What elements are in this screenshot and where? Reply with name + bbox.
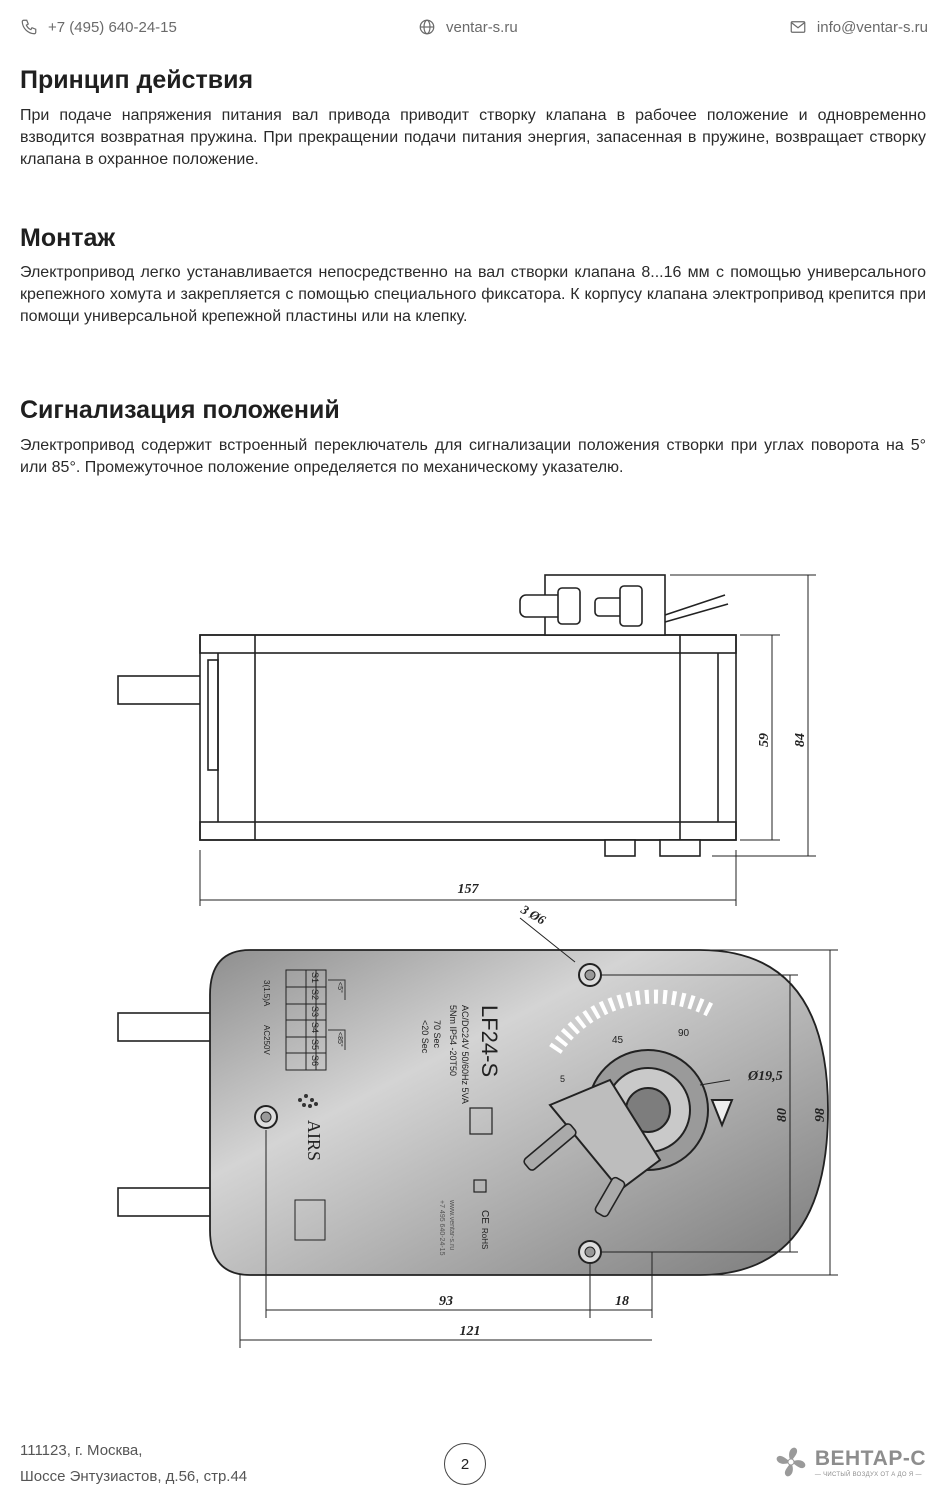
dim-59: 59 — [757, 733, 772, 747]
section-text-mounting: Электропривод легко устанавливается непо… — [20, 264, 926, 325]
header-phone-text: +7 (495) 640-24-15 — [48, 18, 177, 36]
section-title-signalling: Сигнализация положений — [20, 396, 340, 424]
footer-address-line2: Шоссе Энтузиастов, д.56, стр.44 — [20, 1468, 248, 1485]
label-phone: +7 495 640-24-15 — [438, 1200, 445, 1256]
section-text-signalling: Электропривод содержит встроенный перекл… — [20, 437, 926, 476]
label-ce: CE — [479, 1210, 490, 1224]
label-time2: <20 Sec — [420, 1020, 430, 1054]
label-switch-s1: S1 — [310, 972, 320, 983]
label-switch-s5: S5 — [310, 1039, 320, 1050]
dim-18: 18 — [615, 1294, 629, 1309]
label-angle-high: <85° — [336, 1032, 344, 1047]
label-angle-low: <5° — [336, 982, 344, 993]
dim-19-5: Ø19,5 — [747, 1069, 783, 1084]
phone-icon — [21, 19, 37, 35]
logo-slogan: — ЧИСТЫЙ ВОЗДУХ ОТ А ДО Я — — [814, 1471, 922, 1478]
section-title-mounting: Монтаж — [20, 224, 116, 252]
fan-icon — [776, 1447, 806, 1477]
header-email-text: info@ventar-s.ru — [816, 18, 928, 36]
footer-address-line1: 111123, г. Москва, — [20, 1442, 143, 1459]
label-scale-90: 90 — [678, 1028, 690, 1039]
actuator-drawing: 157 59 84 — [117, 574, 838, 1348]
dim-93: 93 — [439, 1294, 453, 1309]
globe-icon — [419, 19, 435, 35]
footer-address: 111123, г. Москва, Шоссе Энтузиастов, д.… — [20, 1438, 247, 1490]
header-bar: +7 (495) 640-24-15 ventar-s.ru info@vent… — [20, 18, 928, 40]
section-title-principle: Принцип действия — [20, 66, 254, 94]
dim-98: 98 — [813, 1108, 828, 1122]
label-rating: 3(1.5)A — [262, 980, 271, 1007]
logo-name: ВЕНТАР-С — [814, 1446, 926, 1470]
label-power: AC/DC24V 50/60Hz 5VA — [460, 1005, 470, 1104]
header-email[interactable]: info@ventar-s.ru — [789, 18, 928, 36]
mail-icon — [790, 21, 806, 33]
label-switch-s4: S4 — [310, 1022, 320, 1033]
label-site: www.ventar-s.ru — [448, 1199, 455, 1250]
dim-84: 84 — [793, 733, 808, 747]
label-time1: 70 Sec — [432, 1020, 442, 1049]
front-view — [117, 949, 829, 1276]
section-text-principle: При подаче напряжения питания вал привод… — [20, 107, 926, 168]
device-label: LF24-S AC/DC24V 50/60Hz 5VA 5Nm IP54 -20… — [262, 972, 690, 1256]
header-phone[interactable]: +7 (495) 640-24-15 — [20, 18, 177, 36]
dim-80: 80 — [775, 1108, 790, 1122]
label-model: LF24-S — [477, 1005, 502, 1077]
side-view — [117, 574, 816, 906]
company-logo: ВЕНТАР-С — ЧИСТЫЙ ВОЗДУХ ОТ А ДО Я — — [771, 1442, 926, 1482]
label-torque: 5Nm IP54 -20T50 — [448, 1005, 458, 1076]
label-rohs: RoHS — [480, 1228, 489, 1249]
label-scale-5: 5 — [560, 1074, 565, 1084]
page-number: 2 — [444, 1443, 486, 1485]
label-switch-s3: S3 — [310, 1006, 320, 1017]
label-scale-45: 45 — [612, 1035, 624, 1046]
label-switch-s6: S6 — [310, 1055, 320, 1066]
dim-157: 157 — [458, 882, 480, 897]
dim-3x6: 3 Ø6 — [518, 901, 549, 928]
label-brand: AIRS — [304, 1120, 324, 1161]
dim-121: 121 — [460, 1324, 481, 1339]
label-voltage: AC250V — [262, 1025, 271, 1055]
header-site-text: ventar-s.ru — [446, 18, 518, 36]
header-site[interactable]: ventar-s.ru — [418, 18, 518, 36]
label-switch-s2: S2 — [310, 989, 320, 1000]
